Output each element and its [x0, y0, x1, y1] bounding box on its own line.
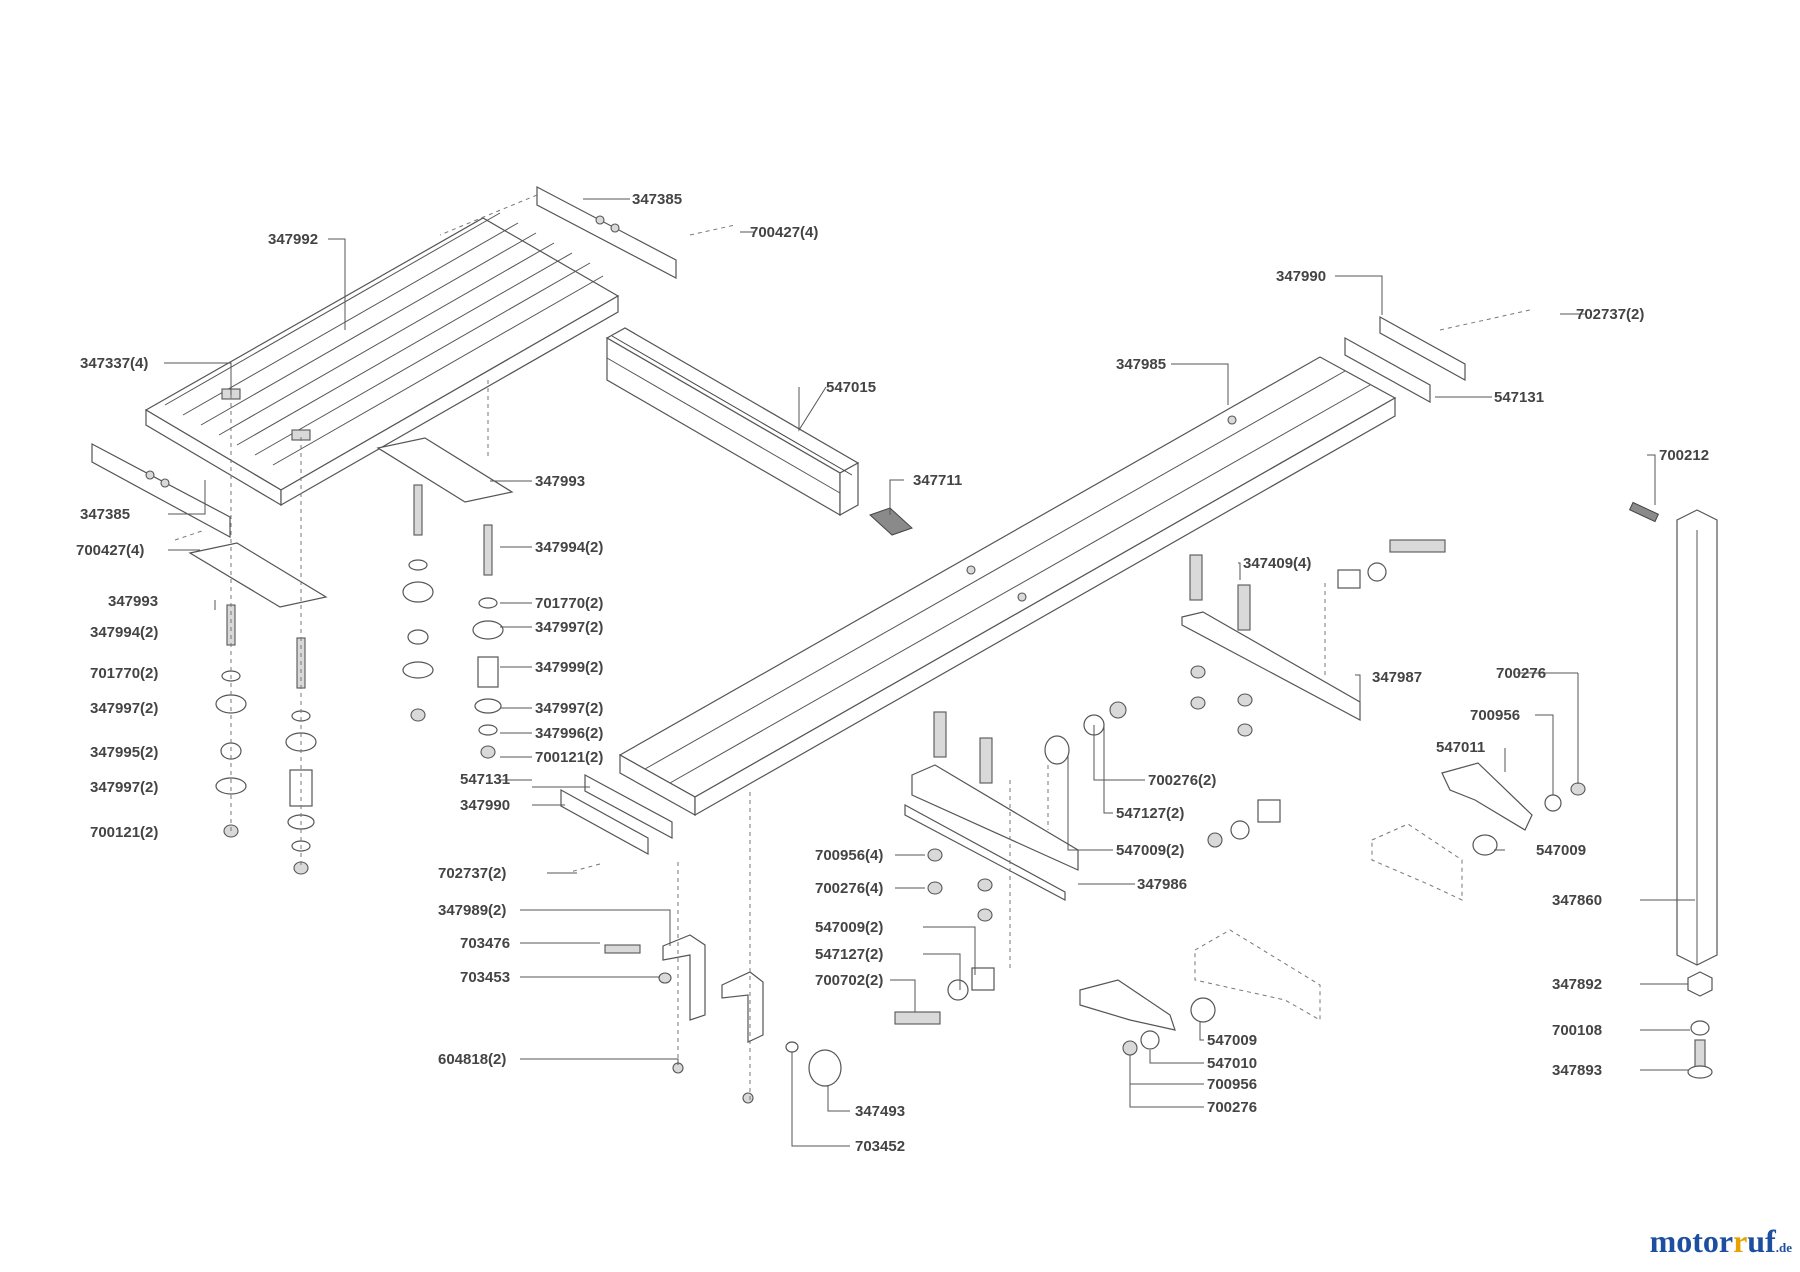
- label-604818: 604818(2): [438, 1051, 506, 1068]
- label-347989: 347989(2): [438, 902, 506, 919]
- label-700276-4: 700276(4): [815, 880, 883, 897]
- bracket-347989: [604, 934, 842, 1104]
- label-347987: 347987: [1372, 669, 1422, 686]
- end-plate-547131-left: [584, 773, 673, 840]
- assembly-lines: [174, 194, 1531, 1100]
- label-347892: 347892: [1552, 976, 1602, 993]
- label-547131-upper: 547131: [1494, 389, 1544, 406]
- label-347860: 347860: [1552, 892, 1602, 909]
- label-700276-lower: 700276: [1207, 1099, 1257, 1116]
- label-347993-upper: 347993: [535, 473, 585, 490]
- label-700956-lower: 700956: [1207, 1076, 1257, 1093]
- label-547015: 547015: [826, 379, 876, 396]
- clip-347711: [869, 507, 913, 536]
- label-547009-lower: 547009: [1207, 1032, 1257, 1049]
- bracket-547010: [1079, 979, 1216, 1056]
- label-700276-2: 700276(2): [1148, 772, 1216, 789]
- label-700956-4: 700956(4): [815, 847, 883, 864]
- fastener-stack-col-1: [215, 604, 247, 838]
- label-703452: 703452: [855, 1138, 905, 1155]
- label-547009-right: 547009: [1536, 842, 1586, 859]
- label-702737-upper: 702737(2): [1576, 306, 1644, 323]
- fastener-stack-col-3: [402, 484, 434, 722]
- label-347893: 347893: [1552, 1062, 1602, 1079]
- label-347994-upper: 347994(2): [535, 539, 603, 556]
- bracket-347986: [904, 711, 1079, 901]
- label-347999: 347999(2): [535, 659, 603, 676]
- label-347994-lower: 347994(2): [90, 624, 158, 641]
- leg-347860: [1628, 501, 1718, 1079]
- label-347997-c: 347997(2): [535, 700, 603, 717]
- label-347711: 347711: [913, 472, 962, 489]
- label-701770-upper: 701770(2): [535, 595, 603, 612]
- label-347995: 347995(2): [90, 744, 158, 761]
- label-547009-2-lower: 547009(2): [815, 919, 883, 936]
- label-347997-a: 347997(2): [535, 619, 603, 636]
- label-347993-lower: 347993: [108, 593, 158, 610]
- label-700212: 700212: [1659, 447, 1709, 464]
- label-547127-upper: 547127(2): [1116, 805, 1184, 822]
- part-labels: 347385 700427(4) 347992 347990 702737(2)…: [76, 191, 1709, 1155]
- bracket-547011: [1441, 762, 1586, 856]
- label-347986: 347986: [1137, 876, 1187, 893]
- main-rail-347985: [618, 356, 1397, 817]
- label-700427-lower: 700427(4): [76, 542, 144, 559]
- bracket-347987: [1181, 554, 1361, 722]
- label-700702: 700702(2): [815, 972, 883, 989]
- label-703476: 703476: [460, 935, 510, 952]
- label-347493: 347493: [855, 1103, 905, 1120]
- bracket-347993-lower: [188, 542, 328, 608]
- fastener-stack-col-4: [472, 524, 504, 759]
- label-347985: 347985: [1116, 356, 1166, 373]
- label-700956-right: 700956: [1470, 707, 1520, 724]
- label-547131-lower: 547131: [460, 771, 510, 788]
- label-347997-d: 347997(2): [90, 779, 158, 796]
- bushings-lower: [894, 665, 1253, 1025]
- label-547010: 547010: [1207, 1055, 1257, 1072]
- table-plate-347992: [144, 212, 620, 507]
- leader-lines: [164, 198, 1695, 1147]
- label-700276-right: 700276: [1496, 665, 1546, 682]
- label-347996: 347996(2): [535, 725, 603, 742]
- label-347385-upper: 347385: [632, 191, 682, 208]
- motoruf-watermark-logo: motorruf.de: [1649, 1223, 1792, 1259]
- end-plate-547131-right: [1344, 336, 1431, 404]
- label-702737-lower: 702737(2): [438, 865, 506, 882]
- label-347997-b: 347997(2): [90, 700, 158, 717]
- label-547009-2-upper: 547009(2): [1116, 842, 1184, 859]
- label-547011: 547011: [1436, 739, 1485, 756]
- label-700427-upper: 700427(4): [750, 224, 818, 241]
- label-347337: 347337(4): [80, 355, 148, 372]
- label-547127-lower: 547127(2): [815, 946, 883, 963]
- end-plate-347990-left: [560, 788, 649, 856]
- end-plate-347990-right: [1379, 315, 1466, 382]
- label-701770-lower: 701770(2): [90, 665, 158, 682]
- label-700108: 700108: [1552, 1022, 1602, 1039]
- bracket-347993-upper: [376, 437, 514, 503]
- label-700121-upper: 700121(2): [535, 749, 603, 766]
- label-703453: 703453: [460, 969, 510, 986]
- label-347992: 347992: [268, 231, 318, 248]
- label-700121-lower: 700121(2): [90, 824, 158, 841]
- label-347990-upper: 347990: [1276, 268, 1326, 285]
- label-347385-lower: 347385: [80, 506, 130, 523]
- label-347409: 347409(4): [1243, 555, 1311, 572]
- support-frame-dashed: [1194, 823, 1463, 1021]
- side-plate-347385-upper: [536, 186, 677, 279]
- profile-rail-547015: [605, 327, 860, 517]
- label-347990-lower: 347990: [460, 797, 510, 814]
